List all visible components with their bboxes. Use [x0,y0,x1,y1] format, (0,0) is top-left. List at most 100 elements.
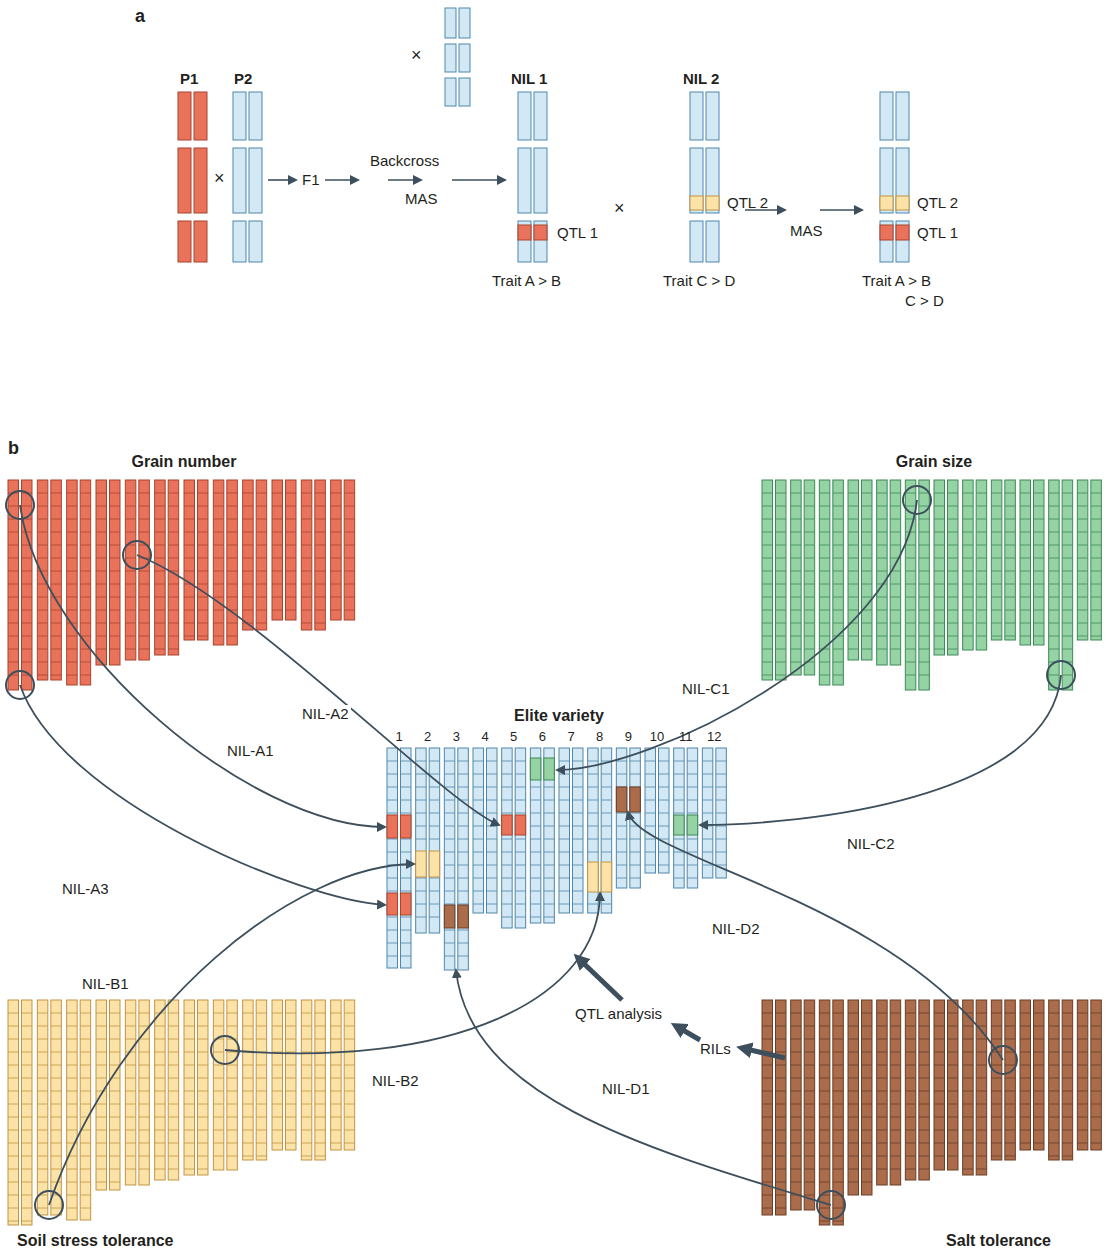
chromosome-band [1077,1052,1088,1053]
chromosome-band [877,1169,888,1170]
chromosome-band [155,1143,166,1144]
chromosome-band [51,1026,62,1027]
chromosome-band [168,636,179,637]
chromosome-band [256,545,267,546]
chromosome [1062,480,1073,690]
chromosome-band [96,1039,107,1040]
chromosome [445,78,456,106]
chromosome-band [213,506,224,507]
chromosome-band [963,545,974,546]
chromosome-band [877,636,888,637]
chromosome-band [919,636,930,637]
chromosome-band [331,1013,342,1014]
chromosome-band [227,1013,238,1014]
chromosome-band [530,878,541,879]
chromosome-band [286,1130,297,1131]
chromosome-band [934,610,945,611]
chromosome-band [1062,1065,1073,1066]
chromosome-band [848,1039,859,1040]
chromosome-band [256,597,267,598]
chromosome-band [301,1104,312,1105]
text-label: Trait A > B [862,272,931,290]
chromosome-band [702,800,713,801]
chromosome [880,221,893,262]
chromosome-band [1049,1091,1060,1092]
text-label: 2 [424,729,431,745]
chromosome-band [1005,532,1016,533]
chromosome-band [37,1065,48,1066]
chromosome-band [473,852,484,853]
chromosome-band [659,800,670,801]
chromosome-band [110,623,121,624]
chromosome-band [502,891,513,892]
chromosome-band [487,839,498,840]
nil-connector [700,675,1061,825]
chromosome-band [213,558,224,559]
chromosome-band [1077,506,1088,507]
chromosome-band [1049,1104,1060,1105]
chromosome-band [502,878,513,879]
chromosome-band [630,774,641,775]
chromosome-band [976,1156,987,1157]
chromosome-band [227,558,238,559]
chromosome-band [804,1052,815,1053]
chromosome [315,1000,326,1160]
chromosome-band [791,1169,802,1170]
chromosome-band [184,519,195,520]
chromosome-band [198,610,209,611]
chromosome-band [976,1117,987,1118]
chromosome-band [573,800,584,801]
chromosome-band [919,1052,930,1053]
chromosome-band [67,558,78,559]
chromosome-band [976,558,987,559]
chromosome-band [227,493,238,494]
chromosome-band [1020,610,1031,611]
chromosome-band [1005,1078,1016,1079]
chromosome-band [243,1104,254,1105]
chromosome-band [804,597,815,598]
chromosome-band [948,597,959,598]
chromosome-band [819,532,830,533]
chromosome-band [963,1143,974,1144]
introgressed-segment [401,815,412,838]
chromosome-band [645,839,656,840]
chromosome-band [37,675,48,676]
chromosome-band [243,506,254,507]
chromosome-band [1077,610,1088,611]
chromosome-band [22,1143,33,1144]
chromosome-band [776,493,787,494]
chromosome-band [429,917,440,918]
chromosome-band [401,878,412,879]
chromosome-band [963,623,974,624]
chromosome-band [473,761,484,762]
chromosome-band [963,597,974,598]
chromosome-band [963,636,974,637]
chromosome-band [762,584,773,585]
chromosome-band [168,506,179,507]
chromosome-band [110,1143,121,1144]
chromosome-band [976,1091,987,1092]
chromosome-band [804,610,815,611]
chromosome [934,1000,945,1170]
chromosome [198,480,209,640]
chromosome-band [8,1052,19,1053]
chromosome-band [948,649,959,650]
chromosome-band [862,1026,873,1027]
chromosome-band [819,584,830,585]
chromosome-band [416,878,427,879]
chromosome-band [991,1156,1002,1157]
chromosome-band [125,1104,135,1105]
chromosome-band [848,597,859,598]
chromosome-band [833,1078,844,1079]
chromosome-band [344,1104,355,1105]
chromosome [110,1000,121,1190]
chromosome-band [919,532,930,533]
chromosome-band [890,1013,901,1014]
chromosome-band [948,1156,959,1157]
chromosome-band [1077,1039,1088,1040]
chromosome-band [515,852,526,853]
chromosome-band [776,532,787,533]
chromosome [184,480,195,640]
chromosome-band [776,1052,787,1053]
chromosome-band [1034,610,1045,611]
